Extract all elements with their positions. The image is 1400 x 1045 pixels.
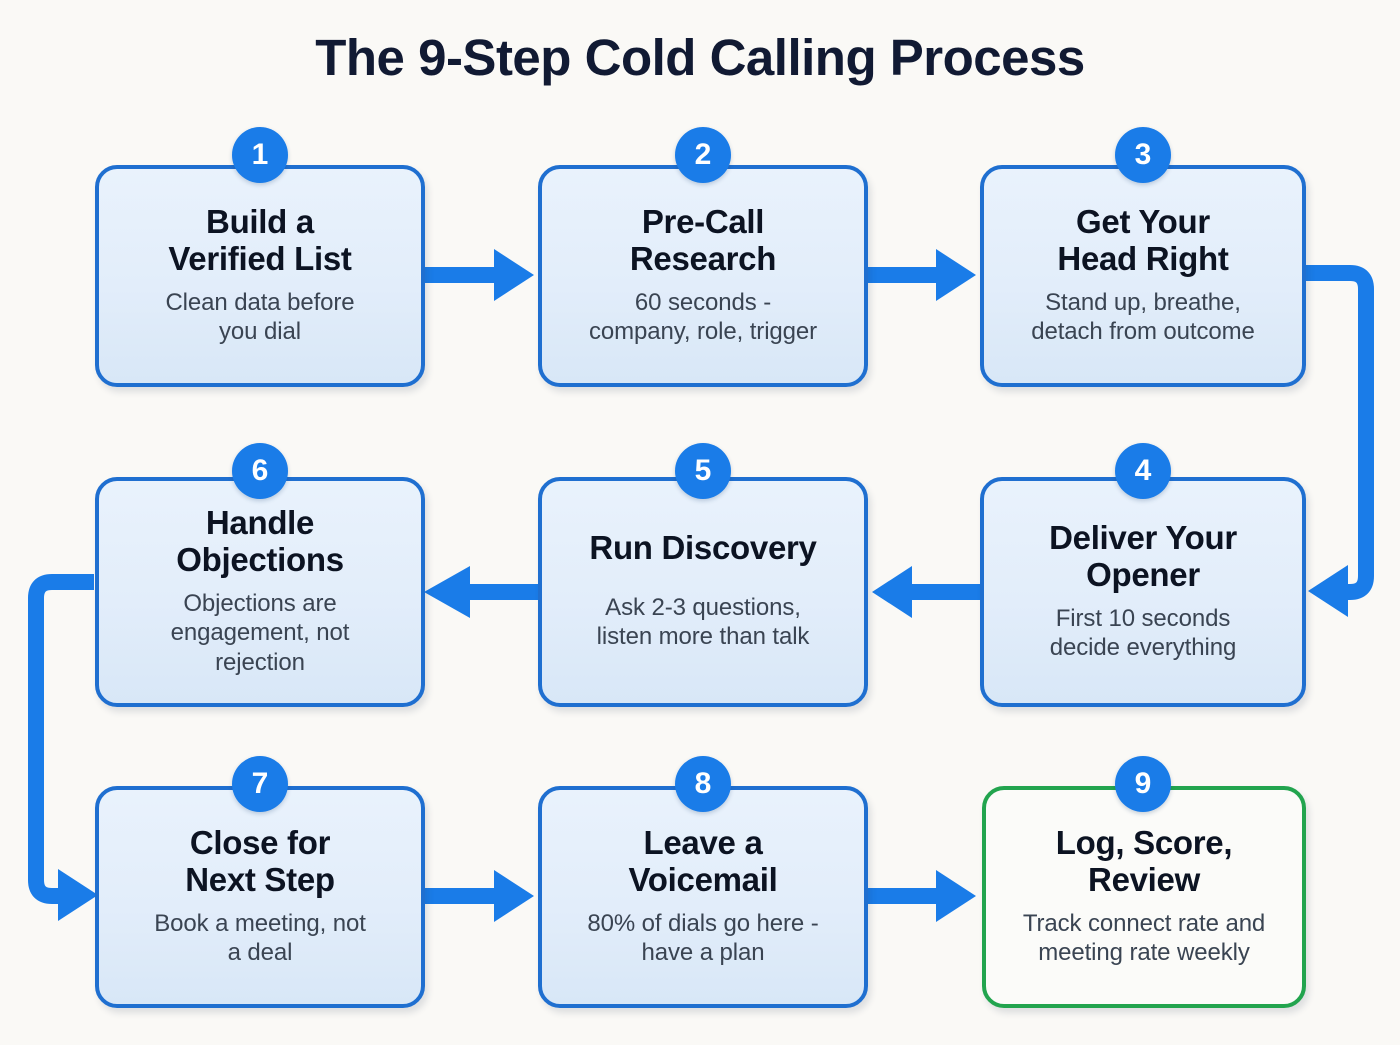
arrow-2-to-3 [866,249,976,301]
step-9-description: Track connect rate and meeting rate week… [1022,909,1266,966]
step-9-title: Log, Score, Review [1055,823,1233,898]
elbow-6-to-7 [28,574,98,921]
step-box-5[interactable]: Run Discovery Ask 2-3 questions, listen … [538,477,868,707]
arrow-4-to-5 [872,566,982,618]
step-7-description: Book a meeting, not a deal [154,909,366,966]
step-box-4[interactable]: Deliver Your Opener First 10 seconds dec… [980,477,1306,707]
step-2-number-badge: 2 [675,127,731,183]
page-title: The 9-Step Cold Calling Process [315,29,1085,86]
step-4-title: Deliver Your Opener [1049,518,1237,593]
step-4-description: First 10 seconds decide everything [1049,604,1237,661]
step-5-number-badge: 5 [675,443,731,499]
arrow-7-to-8 [424,870,534,922]
step-3-number-badge: 3 [1115,127,1171,183]
step-4-number-badge: 4 [1115,443,1171,499]
step-7-number-badge: 7 [232,756,288,812]
arrow-5-to-6 [424,566,540,618]
step-2-description: 60 seconds - company, role, trigger [588,288,818,345]
step-8-description: 80% of dials go here - have a plan [587,909,819,966]
elbow-3-to-4 [1306,265,1374,617]
step-1-title: Build a Verified List [168,202,352,277]
step-1-description: Clean data before you dial [165,288,355,345]
step-7-title: Close for Next Step [185,823,335,898]
step-box-9[interactable]: Log, Score, Review Track connect rate an… [982,786,1306,1008]
step-8-number-badge: 8 [675,756,731,812]
step-box-6[interactable]: Handle Objections Objections are engagem… [95,477,425,707]
arrow-1-to-2 [424,249,534,301]
step-6-description: Objections are engagement, not rejection [170,590,350,676]
step-6-number-badge: 6 [232,443,288,499]
arrow-8-to-9 [866,870,976,922]
step-box-7[interactable]: Close for Next Step Book a meeting, not … [95,786,425,1008]
step-box-2[interactable]: Pre-Call Research 60 seconds - company, … [538,165,868,387]
step-8-title: Leave a Voicemail [628,823,778,898]
step-5-title: Run Discovery [589,529,817,567]
step-6-title: Handle Objections [176,504,344,579]
step-3-description: Stand up, breathe, detach from outcome [1031,288,1255,345]
step-9-number-badge: 9 [1115,756,1171,812]
step-3-title: Get Your Head Right [1057,202,1229,277]
step-box-1[interactable]: Build a Verified List Clean data before … [95,165,425,387]
step-box-8[interactable]: Leave a Voicemail 80% of dials go here -… [538,786,868,1008]
step-5-description: Ask 2-3 questions, listen more than talk [596,594,810,651]
step-box-3[interactable]: Get Your Head Right Stand up, breathe, d… [980,165,1306,387]
step-1-number-badge: 1 [232,127,288,183]
step-2-title: Pre-Call Research [629,202,777,277]
